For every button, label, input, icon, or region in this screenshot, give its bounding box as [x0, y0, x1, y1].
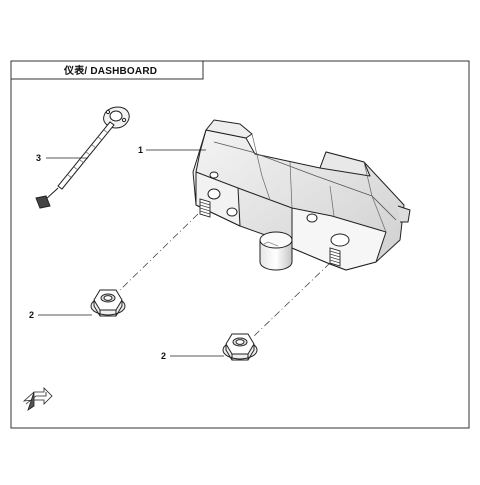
callout-number: 2 [161, 351, 167, 361]
assembly-line-right [253, 262, 331, 337]
title-box [11, 61, 204, 80]
callout-number: 3 [36, 153, 42, 163]
drawing-frame [10, 60, 470, 429]
assembly-line-left [119, 213, 199, 291]
mounting-stud-left [199, 198, 211, 218]
dashboard-assembly [192, 119, 411, 271]
mounting-stud-right [329, 247, 341, 267]
connector-boss [259, 231, 293, 271]
flange-nut-left [90, 289, 126, 317]
front-direction-arrow-icon [22, 387, 53, 411]
wiring-harness [35, 106, 130, 209]
callout-number: 2 [29, 310, 35, 320]
callout-number: 1 [138, 145, 144, 155]
flange-nut-right [222, 333, 258, 361]
page-title: 仪表/ DASHBOARD [64, 66, 158, 77]
